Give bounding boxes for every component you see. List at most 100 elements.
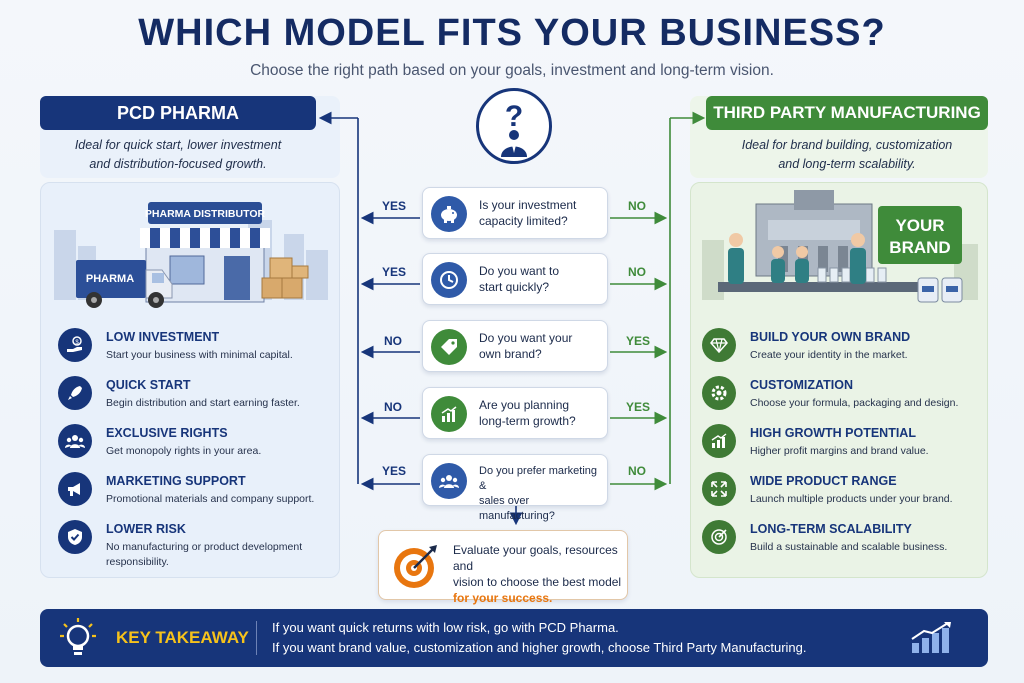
feature-title: MARKETING SUPPORT [106, 474, 246, 488]
expand-icon [702, 472, 736, 506]
question-own-brand: Do you want your own brand? [422, 320, 608, 372]
conveyor-belt [718, 282, 918, 292]
answer-label-left: NO [384, 334, 402, 348]
brand-sign-line1: YOUR [895, 216, 944, 235]
svg-text:?: ? [505, 100, 523, 133]
question-line1: Is your investment [479, 198, 577, 212]
feature-title: QUICK START [106, 378, 191, 392]
question-text: Do you want your own brand? [479, 330, 605, 362]
feature-desc: Promotional materials and company suppor… [106, 493, 315, 505]
feature-desc: No manufacturing or product development … [106, 540, 336, 570]
clock-icon [431, 262, 467, 298]
feature-desc: Build a sustainable and scalable busines… [750, 541, 948, 553]
pharma-distributor-illustration: PHARMA DISTRIBUTOR PHARMA [54, 202, 328, 308]
question-marketing-vs-manufacturing: Do you prefer marketing & sales over man… [422, 454, 608, 522]
takeaway-line2: If you want brand value, customization a… [272, 640, 807, 655]
question-start-quickly: Do you want to start quickly? [422, 253, 608, 305]
evaluate-box: Evaluate your goals, resources and visio… [378, 530, 628, 605]
feature-desc: Start your business with minimal capital… [106, 349, 293, 361]
megaphone-icon [58, 472, 92, 506]
question-line1: Do you want to [479, 264, 560, 278]
question-line2: capacity limited? [479, 214, 568, 228]
growth-chart-icon [431, 396, 467, 432]
pcd-pharma-heading: PCD PHARMA [40, 96, 316, 130]
question-line1: Do you prefer marketing & [479, 465, 597, 492]
answer-label-left: NO [384, 400, 402, 414]
money-hand-icon: $ [58, 328, 92, 362]
page-title: WHICH MODEL FITS YOUR BUSINESS? [138, 12, 886, 54]
key-takeaway-label: KEY TAKEAWAY [116, 628, 249, 647]
tpm-heading: THIRD PARTY MANUFACTURING [706, 96, 988, 130]
growth-chart-icon [702, 424, 736, 458]
question-text: Do you prefer marketing & sales over man… [479, 464, 605, 524]
feature-desc: Create your identity in the market. [750, 349, 908, 361]
tag-icon [431, 329, 467, 365]
workers [728, 233, 866, 284]
pcd-ideal-text: Ideal for quick start, lower investment … [40, 136, 316, 174]
people-icon [431, 463, 467, 499]
question-line2: start quickly? [479, 280, 550, 294]
feature-title: LONG-TERM SCALABILITY [750, 522, 912, 536]
answer-label-right: NO [628, 199, 646, 213]
question-line2: own brand? [479, 347, 542, 361]
evaluate-line1: Evaluate your goals, resources and [453, 543, 618, 573]
evaluate-highlight: for your success. [453, 591, 553, 605]
diamond-icon [702, 328, 736, 362]
answer-label-right: YES [626, 334, 651, 348]
boxes [261, 257, 309, 299]
pcd-feature-marketing-support: MARKETING SUPPORT Promotional materials … [58, 472, 328, 518]
answer-label-left: YES [382, 464, 407, 478]
question-text: Is your investment capacity limited? [479, 197, 605, 229]
tpm-feature-customization: CUSTOMIZATION Choose your formula, packa… [702, 376, 972, 422]
rocket-icon [58, 376, 92, 410]
question-text: Are you planning long-term growth? [479, 397, 605, 429]
feature-title: LOW INVESTMENT [106, 330, 220, 344]
feature-desc-line2: responsibility. [106, 556, 169, 568]
target-arrow-icon [394, 545, 437, 588]
tpm-feature-scalability: LONG-TERM SCALABILITY Build a sustainabl… [702, 520, 972, 566]
pcd-ideal-line1: Ideal for quick start, lower investment [74, 138, 282, 152]
feature-desc: Launch multiple products under your bran… [750, 493, 953, 505]
answer-label-right: NO [628, 265, 646, 279]
feature-title: WIDE PRODUCT RANGE [750, 474, 897, 488]
feature-desc: Get monopoly rights in your area. [106, 445, 262, 457]
brand-sign-line2: BRAND [889, 238, 950, 257]
evaluate-text: Evaluate your goals, resources and visio… [453, 542, 623, 606]
question-line2: sales over manufacturing? [479, 495, 555, 522]
question-person-icon: ? [476, 88, 552, 164]
question-line1: Are you planning [479, 398, 570, 412]
bar-growth-icon [911, 622, 951, 653]
feature-title: LOWER RISK [106, 522, 186, 536]
tpm-feature-product-range: WIDE PRODUCT RANGE Launch multiple produ… [702, 472, 972, 518]
shield-check-icon [58, 520, 92, 554]
key-takeaway-banner: KEY TAKEAWAY If you want quick returns w… [40, 609, 988, 667]
feature-desc: Higher profit margins and brand value. [750, 445, 929, 457]
answer-label-left: YES [382, 265, 407, 279]
answer-label-right: YES [626, 400, 651, 414]
manufacturing-illustration: YOUR BRAND [702, 190, 978, 303]
piggy-bank-icon [431, 196, 467, 232]
pcd-feature-lower-risk: LOWER RISK No manufacturing or product d… [58, 520, 328, 572]
svg-text:$: $ [75, 340, 79, 346]
answer-label-right: NO [628, 464, 646, 478]
feature-title: BUILD YOUR OWN BRAND [750, 330, 911, 344]
pcd-feature-exclusive-rights: EXCLUSIVE RIGHTS Get monopoly rights in … [58, 424, 328, 470]
lightbulb-icon [60, 618, 96, 655]
takeaway-line1: If you want quick returns with low risk,… [272, 620, 619, 635]
pcd-feature-quick-start: QUICK START Begin distribution and start… [58, 376, 328, 422]
page-subtitle: Choose the right path based on your goal… [250, 62, 774, 79]
feature-title: HIGH GROWTH POTENTIAL [750, 426, 916, 440]
feature-desc: Begin distribution and start earning fas… [106, 397, 300, 409]
truck-label: PHARMA [86, 273, 134, 285]
tpm-ideal-line2: and long-term scalability. [778, 157, 916, 171]
gear-icon [702, 376, 736, 410]
tpm-feature-build-brand: BUILD YOUR OWN BRAND Create your identit… [702, 328, 972, 374]
question-line1: Do you want your [479, 331, 573, 345]
store-awning [140, 228, 270, 248]
tpm-ideal-text: Ideal for brand building, customization … [706, 136, 988, 174]
footer-divider [256, 621, 257, 655]
pcd-ideal-line2: and distribution-focused growth. [89, 157, 267, 171]
feature-title: CUSTOMIZATION [750, 378, 854, 392]
target-icon [702, 520, 736, 554]
store-sign-text: PHARMA DISTRIBUTOR [145, 208, 266, 220]
